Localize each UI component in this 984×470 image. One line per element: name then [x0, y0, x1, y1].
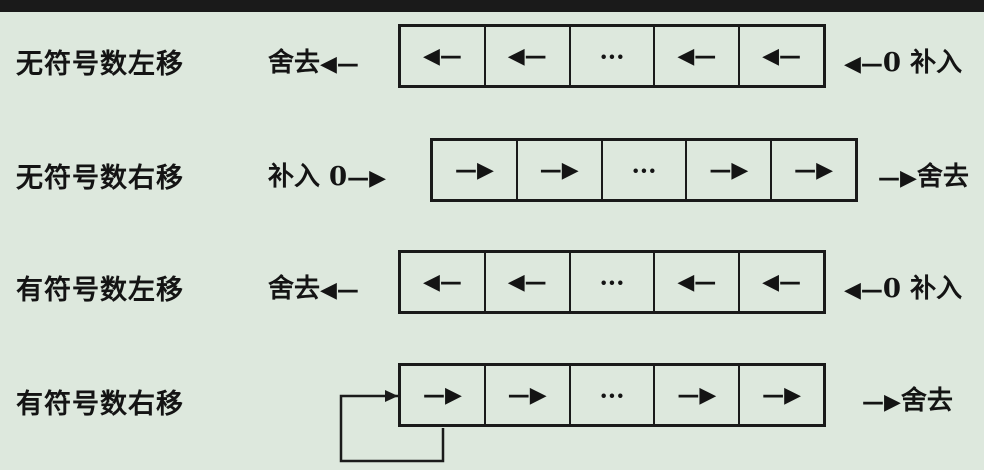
row-label-signed-left: 有符号数左移	[16, 275, 184, 306]
register-cell: ◀—	[401, 253, 486, 311]
discard-text: 舍去	[916, 162, 969, 192]
register-cell: ◀—	[762, 269, 802, 295]
register-cell: —▶	[518, 141, 603, 199]
row-label-unsigned-right: 无符号数右移	[16, 163, 184, 194]
discard-text: 舍去	[268, 48, 321, 78]
register-cell-ellipsis: ···	[571, 253, 656, 311]
register-cell: —▶	[794, 157, 834, 183]
fill-zero-text: 0 补入	[882, 48, 963, 78]
register-cell: —▶	[401, 366, 486, 424]
fill-zero-text: 补入 0	[268, 162, 348, 192]
fill-zero-label: ◀—0 补入	[844, 42, 962, 79]
arrow-right-icon: —▶	[862, 390, 901, 415]
discard-label: —▶舍去	[878, 156, 969, 193]
register-cell: —▶	[486, 366, 571, 424]
arrow-left-icon: ◀—	[844, 52, 883, 77]
top-bar	[0, 0, 984, 12]
register-cell: ◀—	[486, 27, 571, 85]
arrow-right-icon: —▶	[347, 166, 387, 191]
register-cell: —▶	[762, 382, 802, 408]
feedback-arrowhead-icon	[385, 390, 398, 402]
register-cell: ◀—	[401, 27, 486, 85]
register-cell: ◀—	[762, 43, 802, 69]
discard-text: 舍去	[900, 386, 953, 416]
fill-zero-label: 补入 0—▶	[268, 156, 386, 193]
discard-label: —▶舍去	[862, 380, 953, 417]
register-signed-left: ◀— ◀— ··· ◀— ◀—	[398, 250, 826, 314]
register-cell-ellipsis: ···	[571, 366, 656, 424]
arrow-left-icon: ◀—	[844, 278, 883, 303]
register-cell: ◀—	[655, 253, 741, 311]
register-cell: —▶	[655, 366, 741, 424]
register-cell: ◀—	[486, 253, 571, 311]
register-unsigned-left: ◀— ◀— ··· ◀— ◀—	[398, 24, 826, 88]
feedback-line	[339, 394, 445, 463]
row-label-signed-right: 有符号数右移	[16, 389, 184, 420]
arrow-left-icon: ◀—	[320, 278, 359, 303]
register-cell-ellipsis: ···	[603, 141, 688, 199]
row-label-unsigned-left: 无符号数左移	[16, 49, 184, 80]
discard-text: 舍去	[268, 274, 321, 304]
register-cell: —▶	[433, 141, 518, 199]
arrow-right-icon: —▶	[878, 166, 917, 191]
discard-label: 舍去◀—	[268, 268, 359, 305]
discard-label: 舍去◀—	[268, 42, 359, 79]
register-cell: —▶	[687, 141, 773, 199]
register-cell: ◀—	[655, 27, 741, 85]
fill-zero-text: 0 补入	[882, 274, 963, 304]
fill-zero-label: ◀—0 补入	[844, 268, 962, 305]
arrow-left-icon: ◀—	[320, 52, 359, 77]
register-cell-ellipsis: ···	[571, 27, 656, 85]
register-unsigned-right: —▶ —▶ ··· —▶ —▶	[430, 138, 858, 202]
register-signed-right: —▶ —▶ ··· —▶ —▶	[398, 363, 826, 427]
